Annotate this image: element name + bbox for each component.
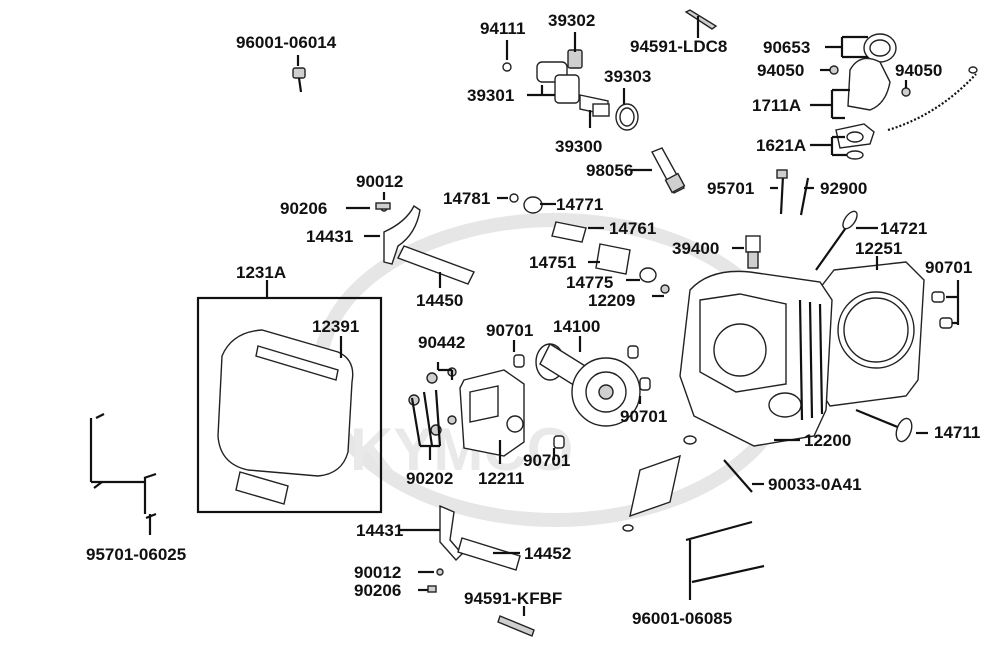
label-90206-a: 90206 xyxy=(280,199,327,218)
label-96001-06014: 96001-06014 xyxy=(236,33,337,52)
label-95701-06025: 95701-06025 xyxy=(86,545,186,564)
label-94050-b: 94050 xyxy=(895,61,942,80)
label-94050-a: 94050 xyxy=(757,61,804,80)
label-90202: 90202 xyxy=(406,469,453,488)
label-39300: 39300 xyxy=(555,137,602,156)
label-14452: 14452 xyxy=(524,544,571,563)
label-94591-ldc8: 94591-LDC8 xyxy=(630,37,727,56)
label-98056: 98056 xyxy=(586,161,633,180)
valve-14721 xyxy=(815,210,858,271)
bolts-95701-06025 xyxy=(93,413,157,520)
part-labels: 96001-06014 94111 39302 94591-LDC8 90653… xyxy=(86,11,980,628)
label-90033-0a41: 90033-0A41 xyxy=(768,475,862,494)
label-90701-d: 90701 xyxy=(523,451,570,470)
label-14431-b: 14431 xyxy=(356,521,403,540)
label-95701: 95701 xyxy=(707,179,754,198)
leader-lines xyxy=(89,16,960,616)
label-39303: 39303 xyxy=(604,67,651,86)
label-94591-kfbf: 94591-KFBF xyxy=(464,589,562,608)
label-14450: 14450 xyxy=(416,291,463,310)
label-14431-a: 14431 xyxy=(306,227,353,246)
cover-assembly-box xyxy=(196,296,383,514)
label-14761: 14761 xyxy=(609,219,656,238)
label-12391: 12391 xyxy=(312,317,359,336)
cylinder-head-cover-12391 xyxy=(217,329,354,505)
label-12200: 12200 xyxy=(804,431,851,450)
label-14751: 14751 xyxy=(529,253,576,272)
label-92900: 92900 xyxy=(820,179,867,198)
camshaft-14100 xyxy=(535,342,641,427)
valve-springs xyxy=(509,193,670,294)
watermark-text: KYMCO xyxy=(350,416,573,483)
label-1711a: 1711A xyxy=(752,96,801,115)
valve-14711 xyxy=(855,408,913,443)
label-14711: 14711 xyxy=(934,423,980,442)
label-90701-a: 90701 xyxy=(925,258,972,277)
thermostat-assembly xyxy=(502,49,639,131)
label-90442: 90442 xyxy=(418,333,465,352)
label-90012-b: 90012 xyxy=(354,563,401,582)
clip-94591-kfbf xyxy=(497,615,535,637)
label-1621a: 1621A xyxy=(756,136,806,155)
label-90701-c: 90701 xyxy=(620,407,667,426)
label-1231a: 1231A xyxy=(236,263,286,282)
label-94111: 94111 xyxy=(480,19,525,38)
label-39400: 39400 xyxy=(672,239,719,258)
thermostat-housing xyxy=(829,33,911,160)
label-12211: 12211 xyxy=(478,469,524,488)
label-14771: 14771 xyxy=(556,195,603,214)
label-90012-a: 90012 xyxy=(356,172,403,191)
studs-96001-06085 xyxy=(685,520,765,584)
label-96001-06085: 96001-06085 xyxy=(632,609,732,628)
label-39302: 39302 xyxy=(548,11,595,30)
head-gasket-12251 xyxy=(815,261,925,407)
label-14781: 14781 xyxy=(443,189,490,208)
label-14100: 14100 xyxy=(553,317,600,336)
cylinder-head-12200 xyxy=(679,270,833,447)
label-14721: 14721 xyxy=(880,219,927,238)
label-12251: 12251 xyxy=(855,239,902,258)
label-39301: 39301 xyxy=(467,86,514,105)
camshaft-holder-12211 xyxy=(459,369,525,457)
label-90653: 90653 xyxy=(763,38,810,57)
label-90206-b: 90206 xyxy=(354,581,401,600)
label-90701-b: 90701 xyxy=(486,321,533,340)
rocker-arm-upper xyxy=(375,202,475,285)
label-14775: 14775 xyxy=(566,273,613,292)
spark-plug-98056 xyxy=(651,147,686,194)
label-12209: 12209 xyxy=(588,291,635,310)
clip-94591-ldc8 xyxy=(684,9,718,30)
valve-spring-lower xyxy=(622,435,697,532)
rocker-arm-lower xyxy=(427,504,521,593)
sensor-39400 xyxy=(745,235,761,269)
bolt-96001-06014 xyxy=(292,67,306,93)
